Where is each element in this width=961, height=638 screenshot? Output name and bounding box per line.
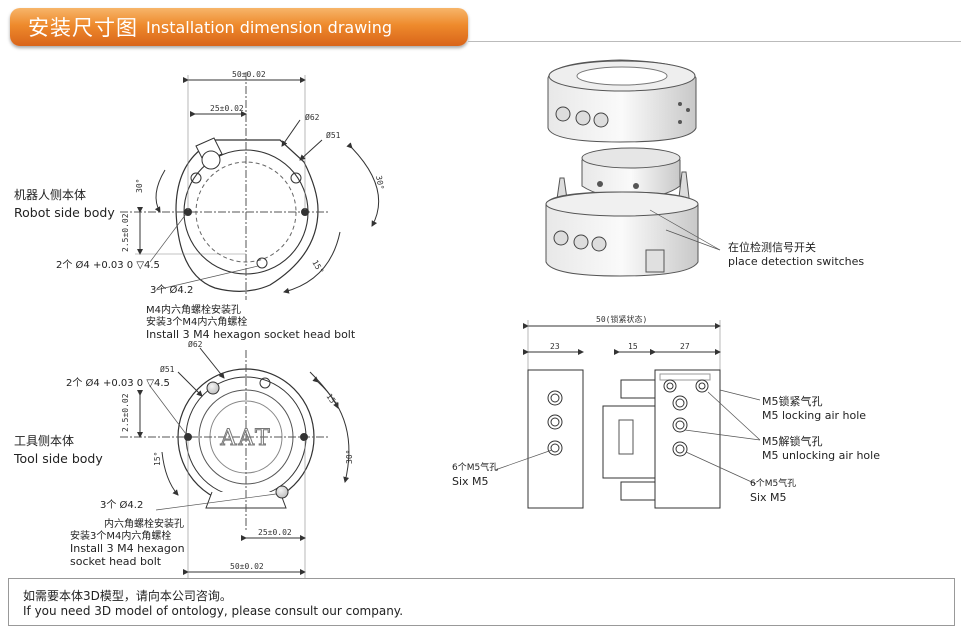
tool-holes-spec: 3个 Ø4.2 [100, 500, 144, 511]
tool-dim-15: 15° [153, 452, 162, 466]
tool-dim-dia62: Ø62 [188, 339, 203, 349]
tool-side-label-en: Tool side body [14, 451, 103, 466]
switch-label-zh: 在位检测信号开关 [728, 241, 816, 254]
tool-pin-spec: 2个 Ø4 +0.03 0 ▽4.5 [66, 378, 170, 389]
robot-pin-spec: 2个 Ø4 +0.03 0 ▽4.5 [56, 260, 160, 271]
m5-unlock-en: M5 unlocking air hole [762, 449, 880, 462]
tool-side-view: AAT 50±0.02 25±0.02 Ø62 Ø51 2.5±0.02 15°… [120, 339, 354, 578]
tool-dim-30: 30° [345, 450, 354, 464]
six-m5-left-en: Six M5 [452, 475, 489, 488]
isometric-3d-view [545, 59, 721, 277]
robot-holes-spec: 3个 Ø4.2 [150, 285, 194, 296]
side-dim-15: 15 [628, 342, 638, 351]
robot-dim-50: 50±0.02 [232, 70, 266, 79]
six-m5-left-zh: 6个M5气孔 [452, 463, 499, 473]
m5-lock-en: M5 locking air hole [762, 409, 867, 422]
tool-bolt-note-4: socket head bolt [70, 555, 162, 568]
side-dim-27: 27 [680, 342, 690, 351]
robot-dim-dia62: Ø62 [305, 112, 320, 122]
footer-note: 如需要本体3D模型，请向本公司咨询。 If you need 3D model … [8, 578, 955, 626]
side-dim-50: 50(锁紧状态) [596, 314, 647, 324]
footer-zh: 如需要本体3D模型，请向本公司咨询。 [23, 589, 232, 603]
robot-dim-dia51: Ø51 [326, 130, 341, 140]
title-en: Installation dimension drawing [146, 17, 393, 37]
six-m5-right-en: Six M5 [750, 491, 787, 504]
tool-dim-dia51: Ø51 [160, 364, 175, 374]
robot-dim-25: 25±0.02 [210, 104, 244, 113]
title-zh: 安装尺寸图 [28, 16, 138, 40]
robot-dim-15: 15° [310, 259, 325, 276]
header-rule [468, 41, 961, 42]
robot-side-label-zh: 机器人侧本体 [14, 188, 87, 202]
tool-bolt-note-1: 内六角螺栓安装孔 [104, 519, 184, 530]
side-elevation-view: 50(锁紧状态) 23 15 27 [494, 314, 761, 509]
tool-dim-2.5: 2.5±0.02 [121, 393, 130, 432]
robot-dim-30-right: 30° [374, 175, 385, 191]
six-m5-right-zh: 6个M5气孔 [750, 479, 797, 489]
tool-dim-50: 50±0.02 [230, 562, 264, 571]
m5-unlock-zh: M5解锁气孔 [762, 435, 823, 448]
robot-bolt-note-3: Install 3 M4 hexagon socket head bolt [146, 328, 356, 341]
tool-bolt-note-3: Install 3 M4 hexagon [70, 542, 185, 555]
m5-lock-zh: M5锁紧气孔 [762, 395, 823, 408]
footer-en: If you need 3D model of ontology, please… [23, 604, 404, 618]
robot-bolt-note-2: 安装3个M4内六角螺栓 [146, 317, 248, 328]
aat-logo: AAT [219, 426, 271, 451]
robot-side-view: 50±0.02 25±0.02 Ø62 Ø51 30° 2.5±0.02 30°… [120, 70, 385, 300]
switch-label-en: place detection switches [728, 255, 865, 268]
tool-bolt-note-2: 安装3个M4内六角螺栓 [70, 531, 172, 542]
robot-side-label-en: Robot side body [14, 205, 115, 220]
side-dim-23: 23 [550, 342, 560, 351]
title-banner: 安装尺寸图 Installation dimension drawing [10, 8, 468, 46]
robot-bolt-note-1: M4内六角螺栓安装孔 [146, 305, 241, 316]
robot-dim-2.5: 2.5±0.02 [121, 213, 130, 252]
tool-dim-25: 25±0.02 [258, 528, 292, 537]
tool-side-label-zh: 工具侧本体 [14, 434, 75, 448]
robot-dim-30: 30° [135, 179, 144, 193]
